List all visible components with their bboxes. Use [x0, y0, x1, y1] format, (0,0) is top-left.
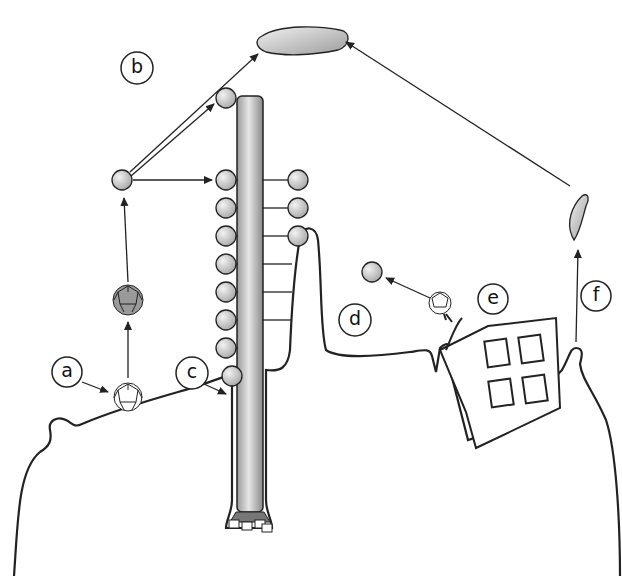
cage-particles: [113, 285, 452, 411]
callout-circle: e: [477, 283, 509, 315]
central-filament: [229, 96, 272, 532]
callout-letter: b: [120, 51, 154, 85]
free-particles: [112, 27, 588, 282]
callout-circle: b: [120, 51, 154, 85]
callout-circle: d: [338, 303, 372, 337]
process-arrows: [82, 42, 578, 394]
callout-circle: f: [580, 280, 612, 312]
cell-membrane: [14, 228, 620, 576]
callout-letter: e: [477, 283, 509, 315]
callout-circle: c: [175, 356, 209, 390]
callout-letter: c: [175, 356, 209, 390]
vesicle-organelle: [440, 318, 560, 448]
callout-letter: f: [580, 280, 612, 312]
callout-circle: a: [51, 356, 83, 388]
callout-letter: d: [338, 303, 372, 337]
bound-particles: [216, 170, 308, 386]
callout-letter: a: [51, 356, 83, 388]
